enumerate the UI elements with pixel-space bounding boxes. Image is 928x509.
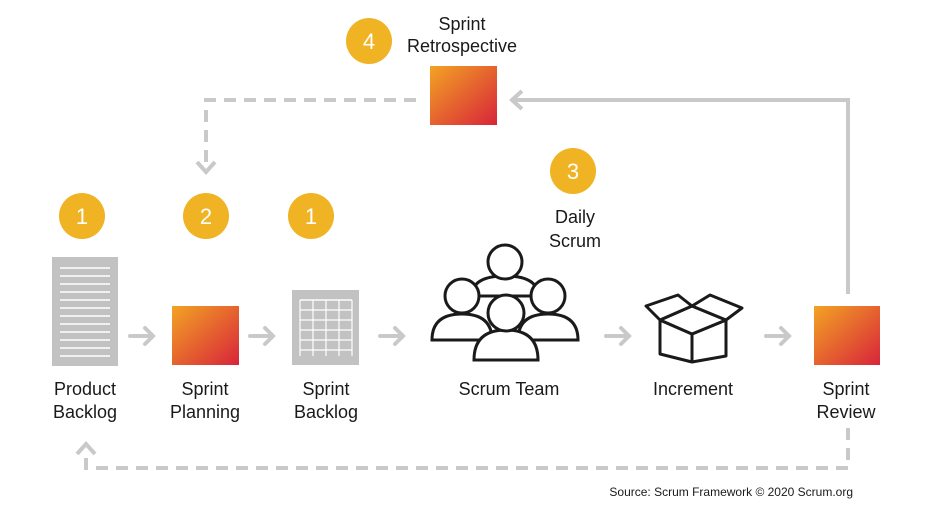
sprint-review-label-line2: Review [816, 402, 876, 422]
forward-arrow-4 [604, 326, 632, 346]
sprint-backlog-label-line1: Sprint [302, 379, 349, 399]
forward-arrow-3 [378, 326, 406, 346]
badge-number: 1 [305, 204, 317, 229]
daily-scrum-label-line2: Scrum [549, 231, 601, 251]
badge-sprint-planning: 2 [183, 193, 229, 239]
review-to-retrospective-arrow [509, 89, 850, 294]
sprint-review-square [814, 306, 880, 365]
badge-daily-scrum: 3 [550, 148, 596, 194]
sprint-planning-label-line2: Planning [170, 402, 240, 422]
sprint-planning-label-line1: Sprint [181, 379, 228, 399]
sprint-retrospective-label-line2: Retrospective [407, 36, 517, 56]
source-credit: Source: Scrum Framework © 2020 Scrum.org [609, 485, 853, 499]
badge-sprint-retrospective: 4 [346, 18, 392, 64]
badge-sprint-backlog: 1 [288, 193, 334, 239]
product-backlog-document-icon [52, 257, 118, 366]
badge-number: 4 [363, 29, 375, 54]
sprint-backlog-label-line2: Backlog [294, 402, 358, 422]
forward-arrow-2 [248, 326, 276, 346]
forward-arrow-5 [764, 326, 792, 346]
scrum-team-label: Scrum Team [459, 379, 560, 399]
scrum-team-people-icon [430, 243, 580, 362]
sprint-review-label-line1: Sprint [822, 379, 869, 399]
badge-number: 2 [200, 204, 212, 229]
sprint-retrospective-label-line1: Sprint [438, 14, 485, 34]
sprint-backlog-grid-icon [292, 290, 359, 365]
increment-box-icon [644, 293, 744, 364]
retrospective-to-planning-dashed-arrow [195, 98, 416, 175]
sprint-planning-square [172, 306, 239, 365]
badge-product-backlog: 1 [59, 193, 105, 239]
increment-label: Increment [653, 379, 733, 399]
forward-arrow-1 [128, 326, 156, 346]
badge-number: 1 [76, 204, 88, 229]
sprint-retrospective-square [430, 66, 497, 125]
daily-scrum-label-line1: Daily [555, 207, 595, 227]
badge-number: 3 [567, 159, 579, 184]
review-to-product-backlog-dashed-arrow [75, 428, 850, 470]
product-backlog-label-line2: Backlog [53, 402, 117, 422]
product-backlog-label-line1: Product [54, 379, 116, 399]
